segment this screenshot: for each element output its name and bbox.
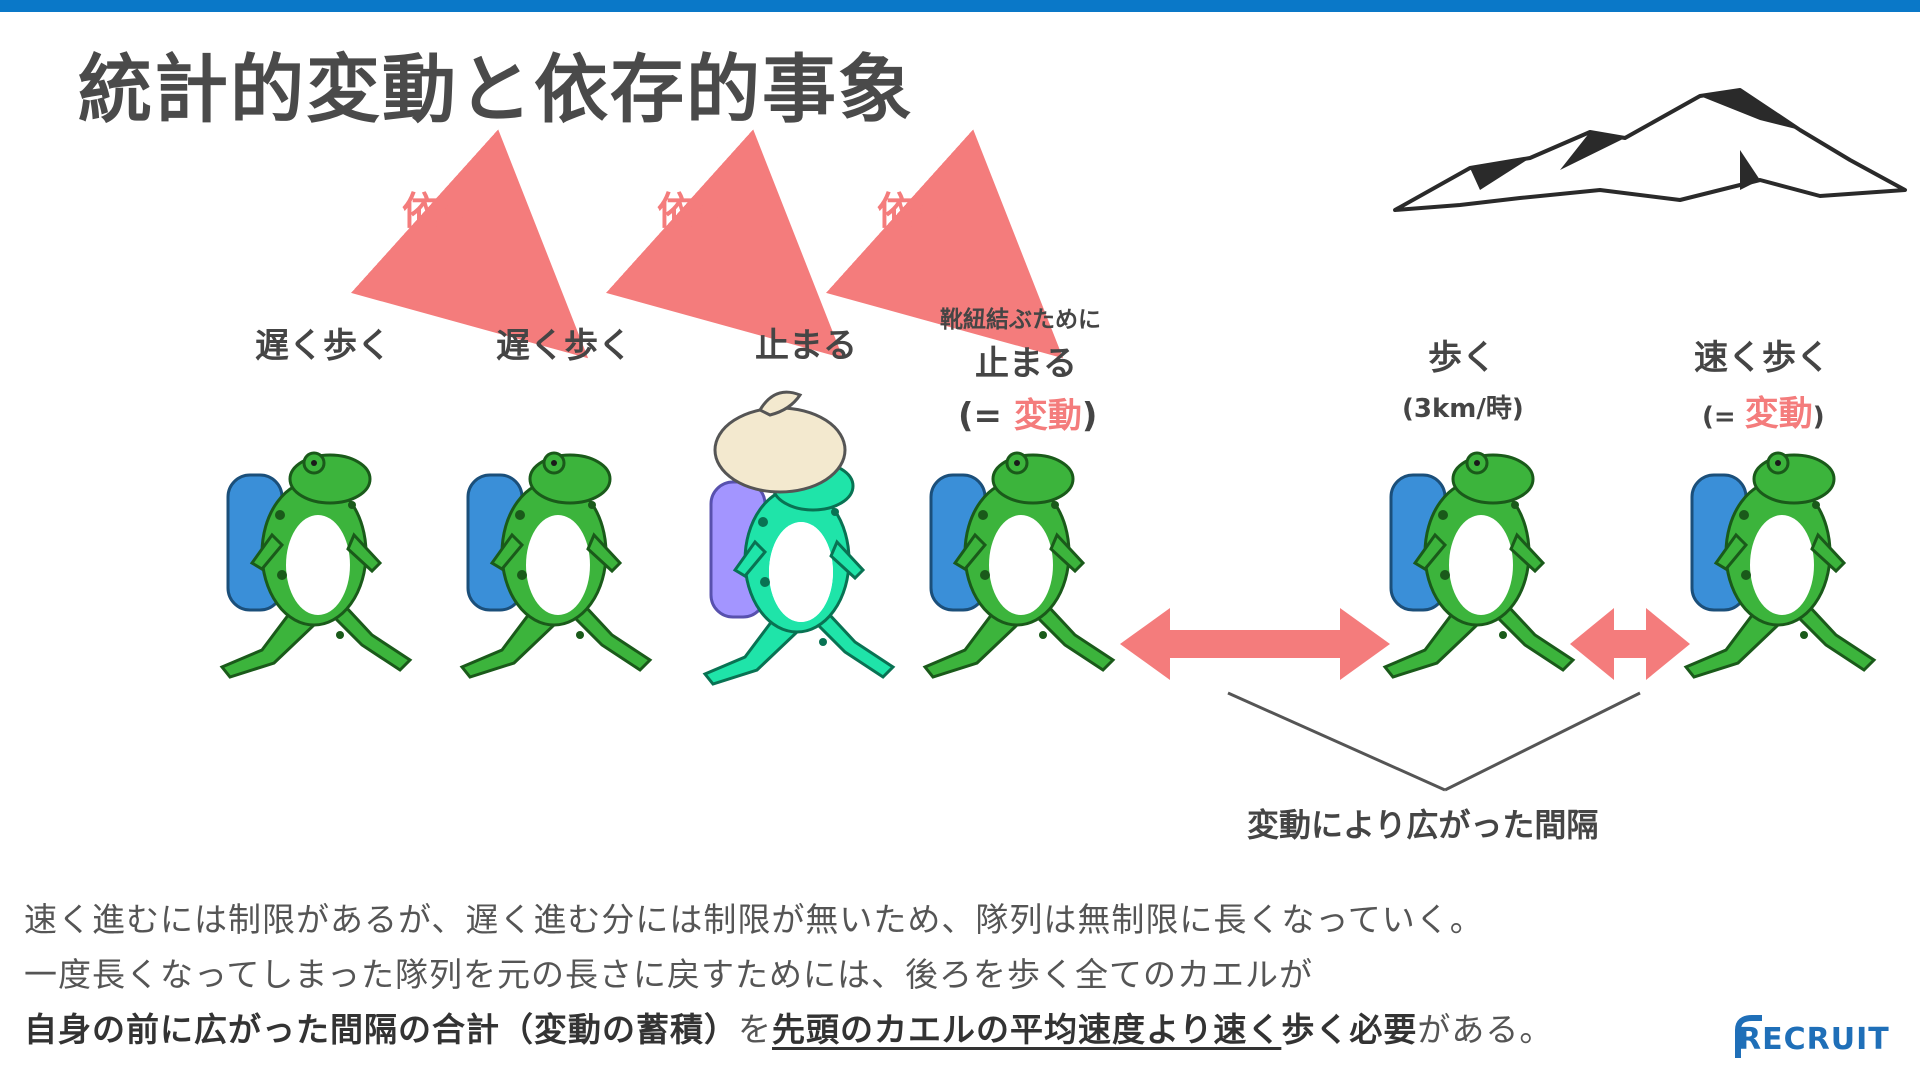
dependency-label: 依存: [657, 189, 734, 233]
gap-bracket-line: [1444, 691, 1641, 792]
frog-label-4-variation: (= 変動): [958, 396, 1098, 436]
frog-hiker-icon: [1684, 451, 1876, 679]
frog-label-1: 遅く歩く: [255, 326, 391, 366]
dependency-label: 依存: [877, 189, 954, 233]
frog-label-3: 止まる: [755, 326, 857, 366]
curved-arrow-icon: [826, 129, 1064, 359]
curved-arrow-icon: [606, 129, 844, 359]
frog-label-4-note: 靴紐結ぶために: [940, 307, 1101, 333]
frog-label-4: 止まる: [975, 344, 1077, 384]
frog-hiker-icon: [460, 451, 652, 679]
explanation-line-1: 速く進むには制限があるが、遅く進む分には制限が無いため、隊列は無制限に長くなって…: [24, 900, 1484, 939]
logo-mark-icon: [1735, 1015, 1762, 1058]
gap-label: 変動により広がった間隔: [1247, 806, 1599, 844]
frog-label-5-speed: (3km/時): [1402, 394, 1524, 424]
gap-bracket-line: [1227, 691, 1446, 792]
page-title: 統計的変動と依存的事象: [78, 47, 914, 133]
top-accent-bar: [0, 0, 1920, 12]
frog-label-2: 遅く歩く: [496, 326, 632, 366]
frog-hiker-icon: [923, 451, 1115, 679]
mountain-icon: [1393, 88, 1907, 212]
dependency-label: 依存: [402, 189, 479, 233]
double-arrow-icon: [1120, 608, 1390, 680]
frog-hiker-icon: [1383, 451, 1575, 679]
frog-label-6: 速く歩く: [1694, 338, 1830, 378]
explanation-line-3: 自身の前に広がった間隔の合計（変動の蓄積）を先頭のカエルの平均速度より速く歩く必…: [24, 1010, 1554, 1049]
frog-hiker-icon: [703, 390, 895, 686]
frog-label-5: 歩く: [1428, 338, 1496, 378]
explanation-line-2: 一度長くなってしまった隊列を元の長さに戻すためには、後ろを歩く全てのカエルが: [24, 955, 1314, 994]
curved-arrow-icon: [351, 129, 589, 359]
double-arrow-icon: [1570, 608, 1690, 680]
frog-hiker-icon: [220, 451, 412, 679]
recruit-logo: RECRUIT: [1738, 1022, 1890, 1057]
frog-label-6-variation: (= 変動): [1702, 394, 1825, 434]
